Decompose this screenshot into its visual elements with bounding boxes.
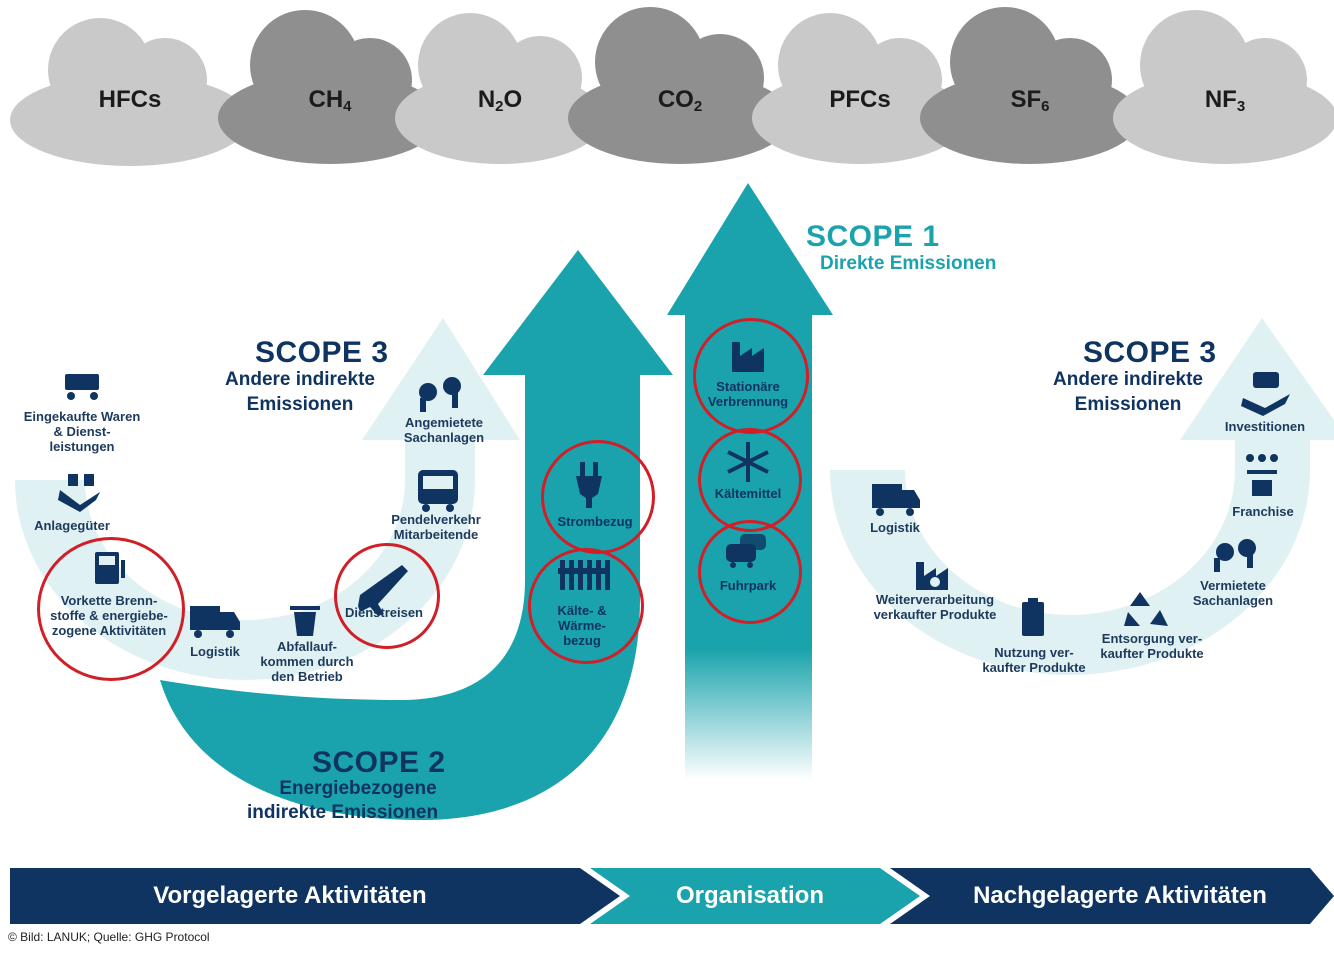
keys-icon	[419, 377, 461, 412]
scope1-title: SCOPE 1	[806, 220, 940, 253]
franchise-icon	[1246, 454, 1278, 496]
highlight-vorkette	[37, 537, 185, 681]
highlight-kaeltemittel	[698, 428, 802, 532]
highlight-fuhrpark	[698, 520, 802, 624]
shopping-cart-icon	[65, 374, 99, 400]
item-franchise: Franchise	[1232, 504, 1294, 519]
scope3-right-subtitle-2: Emissionen	[1074, 394, 1182, 415]
item-abfall: Abfallauf- kommen durch den Betrieb	[260, 639, 354, 684]
item-logistik-right: Logistik	[870, 520, 920, 535]
bus-icon	[418, 470, 458, 512]
item-weiterverarbeitung: Weiterverarbeitung verkaufter Produkte	[873, 592, 997, 622]
scope2-subtitle-2: indirekte Emissionen	[246, 802, 439, 823]
cloud-pfcs	[752, 13, 968, 164]
item-pendel: Pendelverkehr Mitarbeitende	[391, 512, 481, 542]
item-dienstreisen: Dienstreisen	[344, 605, 424, 620]
item-investitionen: Investitionen	[1224, 419, 1306, 434]
item-angemietete: Angemietete Sachanlagen	[403, 415, 485, 445]
item-strombezug: Strombezug	[557, 514, 633, 529]
truck-icon	[190, 606, 240, 638]
scope1-subtitle: Direkte Emissionen	[820, 253, 997, 274]
banner-right	[890, 868, 1334, 924]
banner-left-label: Vorgelagerte Aktivitäten	[153, 882, 427, 909]
cloud-hfcs	[10, 18, 250, 166]
highlight-dienstreisen	[334, 543, 440, 649]
gas-hfcs: HFCs	[98, 86, 162, 113]
highlight-strombezug	[541, 440, 655, 554]
item-vermietete: Vermietete Sachanlagen	[1192, 578, 1274, 608]
scope3-right-title: SCOPE 3	[1083, 336, 1217, 369]
money-hand-icon	[1241, 372, 1290, 416]
banner-right-label: Nachgelagerte Aktivitäten	[973, 882, 1267, 909]
image-credit: © Bild: LANUK; Quelle: GHG Protocol	[8, 930, 210, 944]
highlight-waermebezug	[528, 548, 644, 664]
scope2-title: SCOPE 2	[312, 746, 446, 779]
gas-sf6: SF6	[1010, 86, 1050, 115]
scope3-left-subtitle-2: Emissionen	[246, 394, 354, 415]
item-fuhrpark: Fuhrpark	[719, 578, 777, 593]
item-waermebezug: Kälte- & Wärme- bezug	[557, 603, 607, 648]
hand-house-icon	[58, 474, 100, 512]
cloud-n2o	[395, 13, 605, 164]
scope3-left-subtitle-1: Andere indirekte	[225, 369, 375, 390]
trash-icon	[290, 606, 320, 636]
banner-center	[590, 868, 920, 924]
cloud-sf6	[920, 7, 1140, 164]
cloud-nf3	[1113, 10, 1334, 164]
item-logistik-left: Logistik	[190, 644, 240, 659]
item-entsorgung: Entsorgung ver- kaufter Produkte	[1100, 631, 1204, 661]
gas-nf3: NF3	[1204, 86, 1246, 115]
truck-icon-right	[872, 484, 920, 516]
item-anlagegueter: Anlagegüter	[34, 518, 110, 533]
banner-left	[10, 868, 620, 924]
keys-icon-right	[1214, 539, 1256, 572]
battery-icon	[1022, 598, 1044, 636]
banner-center-label: Organisation	[675, 882, 825, 909]
item-kaeltemittel: Kältemittel	[714, 486, 782, 501]
gas-pfcs: PFCs	[829, 86, 891, 113]
item-stationaere-verbrennung: Stationäre Verbrennung	[707, 379, 789, 409]
factory-gear-icon	[916, 562, 948, 590]
scope2-arrow	[160, 250, 673, 820]
gas-co2: CO2	[657, 86, 703, 115]
item-nutzung: Nutzung ver- kaufter Produkte	[982, 645, 1086, 675]
item-vorkette: Vorkette Brenn- stoffe & energiebe- zoge…	[50, 593, 168, 638]
scope2-subtitle-1: Energiebezogene	[279, 778, 437, 799]
gas-clouds	[10, 7, 1334, 166]
gas-n2o: N2O	[477, 86, 523, 115]
cloud-co2	[568, 7, 792, 164]
scope3-left-title: SCOPE 3	[255, 336, 389, 369]
scope3-right-arrow	[830, 318, 1334, 675]
cloud-ch4	[218, 10, 442, 164]
highlight-verbrennung	[693, 318, 809, 434]
scope3-right-subtitle-1: Andere indirekte	[1053, 369, 1203, 390]
gas-ch4: CH4	[308, 86, 352, 115]
item-eingekaufte: Eingekaufte Waren & Dienst- leistungen	[23, 409, 141, 454]
recycle-icon	[1124, 592, 1168, 626]
